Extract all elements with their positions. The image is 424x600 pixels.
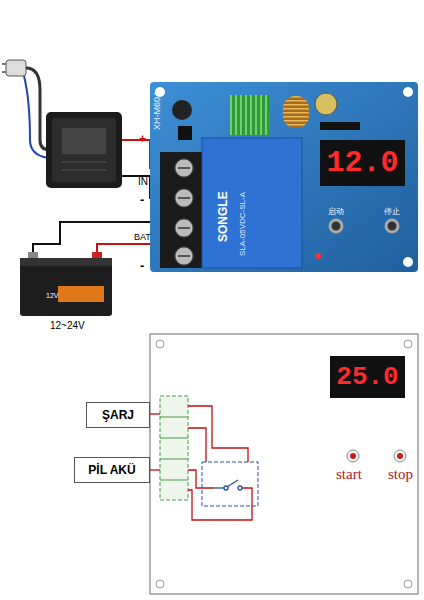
led-display: 25.0: [330, 356, 405, 398]
relay: SONGLE SLA-05VDC-SL-A: [202, 138, 302, 268]
node-text: 25.0: [336, 362, 398, 392]
label: -: [140, 192, 144, 207]
led-display: 12.0: [320, 140, 405, 186]
wire: [97, 244, 150, 252]
battery: [20, 222, 150, 316]
controller-board: [150, 82, 418, 272]
charge-box: ŞARJ: [86, 402, 150, 428]
node-text: SLA-05VDC-SL-A: [238, 192, 247, 256]
label: 停止: [384, 206, 400, 217]
node-text: PİL AKÜ: [88, 463, 135, 477]
node-text: 12V: [46, 292, 58, 299]
node-text: SONGLE: [216, 191, 230, 242]
node-text: 12.0: [326, 146, 398, 180]
label: IN: [138, 176, 148, 187]
node-text: XH-M604: [152, 92, 162, 130]
label: +: [139, 132, 146, 146]
controller-board: XH-M604 12.0SONGLE SLA-05VDC-SL-A: [150, 82, 418, 272]
label: -: [140, 258, 144, 273]
battery: 12V 12~24V: [20, 252, 112, 336]
node-text: 12~24V: [50, 320, 85, 331]
node-text: ŞARJ: [102, 408, 134, 422]
label: 启动: [328, 206, 344, 217]
battery-box: PİL AKÜ: [74, 457, 150, 483]
power-adapter: [46, 112, 162, 198]
label: start: [336, 466, 362, 483]
board-outline: [150, 334, 418, 594]
label: stop: [388, 466, 413, 483]
power-plug: [2, 60, 50, 158]
label: BAT: [134, 232, 151, 242]
